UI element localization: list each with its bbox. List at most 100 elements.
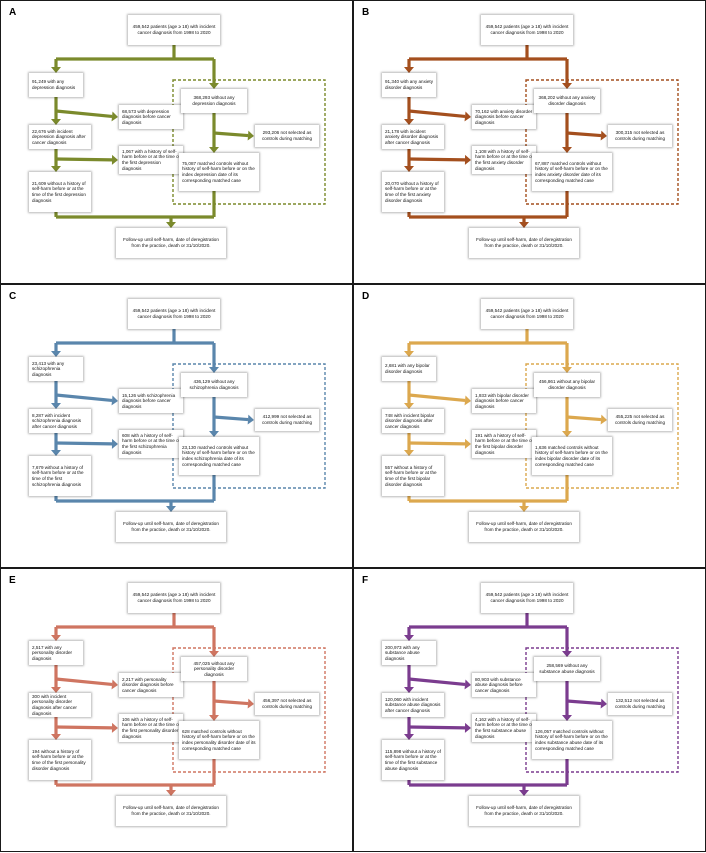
arrow-head: [464, 438, 471, 449]
top-box: 459,542 patients (age ≥ 18) with inciden…: [481, 583, 573, 613]
arrow-head: [247, 414, 254, 425]
flow-connectors: [51, 45, 326, 228]
any-box: 2,681 with any bipolar disorder diagnosi…: [382, 357, 436, 381]
matched-text: 1,636 matched controls without history o…: [535, 444, 608, 467]
top-text: 459,542 patients (age ≥ 18) with inciden…: [485, 308, 569, 319]
arrow-head: [166, 790, 176, 796]
connector-line: [55, 725, 113, 730]
history-text: 608 with a history of self-harm before o…: [122, 432, 180, 455]
any-box: 91,249 with any depression diagnosis: [29, 73, 83, 97]
arrow-head: [51, 403, 61, 409]
incident-text: 8,287 with incident schizophrenia diagno…: [32, 412, 82, 429]
top-text: 459,542 patients (age ≥ 18) with inciden…: [485, 592, 569, 603]
arrow-head: [404, 67, 414, 73]
top-box: 459,542 patients (age ≥ 18) with inciden…: [128, 299, 220, 329]
panel-letter: D: [362, 291, 370, 302]
top-text: 459,542 patients (age ≥ 18) with inciden…: [132, 24, 216, 35]
top-box: 459,542 patients (age ≥ 18) with inciden…: [481, 299, 573, 329]
history-box: 4,162 with a history of self-harm before…: [472, 714, 536, 742]
matched-text: 67,887 matched controls without history …: [535, 160, 608, 183]
arrow-head: [111, 154, 118, 165]
before-text: 70,162 with anxiety disorder diagnosis b…: [475, 108, 533, 125]
without-box: 368,293 without any depression diagnosis: [181, 89, 247, 113]
connector-line: [55, 441, 113, 446]
incident-box: 120,060 with incident substance abuse di…: [382, 693, 444, 717]
incident-text: 120,060 with incident substance abuse di…: [385, 696, 441, 713]
final-box: 20,070 without a history of self-harm be…: [382, 172, 444, 212]
followup-text: Follow-up until self-harm, date of dereg…: [123, 805, 219, 816]
arrow-head: [562, 83, 572, 89]
top-text: 459,542 patients (age ≥ 18) with inciden…: [485, 24, 569, 35]
arrow-head: [562, 431, 572, 437]
connector-line: [55, 109, 113, 119]
incident-text: 21,178 with incident anxiety disorder di…: [385, 128, 439, 145]
without-text: 368,202 without any anxiety disorder dia…: [538, 95, 596, 106]
arrow-head: [51, 67, 61, 73]
before-text: 2,217 with personality disorder diagnosi…: [122, 676, 174, 693]
without-box: 258,569 without any substance abuse diag…: [534, 657, 600, 681]
arrow-head: [51, 166, 61, 172]
followup-box: Follow-up until self-harm, date of dereg…: [469, 796, 579, 826]
followup-text: Follow-up until self-harm, date of dereg…: [476, 805, 572, 816]
connector-line: [55, 393, 113, 403]
any-box: 2,517 with any personality disorder diag…: [29, 641, 83, 665]
matched-box: 628 matched controls without history of …: [179, 721, 259, 759]
connector-line: [408, 441, 466, 446]
control-group-frame: [525, 647, 679, 773]
notselected-box: 456,397 not selected as controls during …: [255, 693, 319, 715]
incident-text: 300 with incident personality disorder d…: [32, 693, 77, 716]
arrow-head: [247, 130, 254, 141]
without-box: 457,025 without any personality disorder…: [181, 657, 247, 681]
flow-connectors: [404, 45, 679, 228]
notselected-text: 455,225 not selected as controls during …: [614, 414, 666, 425]
arrow-head: [404, 635, 414, 641]
control-group-frame: [525, 79, 679, 205]
final-box: 557 without a history of self-harm befor…: [382, 456, 444, 496]
connector-line: [408, 109, 466, 119]
any-box: 91,340 with any anxiety disorder diagnos…: [382, 73, 436, 97]
before-box: 1,933 with bipolar disorder diagnosis be…: [472, 389, 536, 413]
any-text: 23,413 with any schizophrenia diagnosis: [32, 360, 65, 377]
followup-box: Follow-up until self-harm, date of dereg…: [116, 796, 226, 826]
notselected-box: 455,225 not selected as controls during …: [608, 409, 672, 431]
before-text: 80,903 with substance abuse diagnosis be…: [475, 676, 523, 693]
arrow-head: [404, 119, 414, 125]
top-text: 459,542 patients (age ≥ 18) with inciden…: [132, 592, 216, 603]
arrow-head: [111, 438, 118, 449]
history-text: 4,162 with a history of self-harm before…: [475, 716, 533, 739]
arrow-head: [464, 679, 471, 690]
connector-line: [408, 677, 466, 687]
arrow-head: [51, 450, 61, 456]
without-text: 436,129 without any schizophrenia diagno…: [189, 379, 239, 390]
final-box: 21,609 without a history of self-harm be…: [29, 172, 91, 212]
notselected-box: 132,512 not selected as controls during …: [608, 693, 672, 715]
flow-connectors: [51, 329, 326, 512]
any-text: 91,340 with any anxiety disorder diagnos…: [385, 79, 434, 90]
final-box: 194 without a history of self-harm befor…: [29, 740, 91, 780]
notselected-box: 300,315 not selected as controls during …: [608, 125, 672, 147]
arrow-head: [519, 222, 529, 228]
any-box: 23,413 with any schizophrenia diagnosis: [29, 357, 83, 381]
arrow-head: [464, 395, 471, 406]
arrow-head: [464, 111, 471, 122]
history-box: 1,108 with a history of self-harm before…: [472, 146, 536, 174]
matched-box: 126,057 matched controls without history…: [532, 721, 612, 759]
notselected-text: 300,315 not selected as controls during …: [614, 130, 666, 141]
arrow-head: [247, 698, 254, 709]
incident-box: 748 with incident bipolar disorder diagn…: [382, 409, 444, 433]
incident-box: 300 with incident personality disorder d…: [29, 693, 91, 717]
arrow-head: [51, 635, 61, 641]
final-text: 557 without a history of self-harm befor…: [385, 464, 437, 487]
matched-text: 628 matched controls without history of …: [182, 728, 256, 751]
arrow-head: [51, 687, 61, 693]
followup-box: Follow-up until self-harm, date of dereg…: [116, 512, 226, 542]
history-box: 1,067 with a history of self-harm before…: [119, 146, 183, 174]
without-text: 456,861 without any bipolar disorder dia…: [538, 379, 596, 390]
arrow-head: [209, 83, 219, 89]
panel-d: D 459,542 patients (age ≥ 18) with incide…: [353, 284, 706, 568]
arrow-head: [51, 351, 61, 357]
